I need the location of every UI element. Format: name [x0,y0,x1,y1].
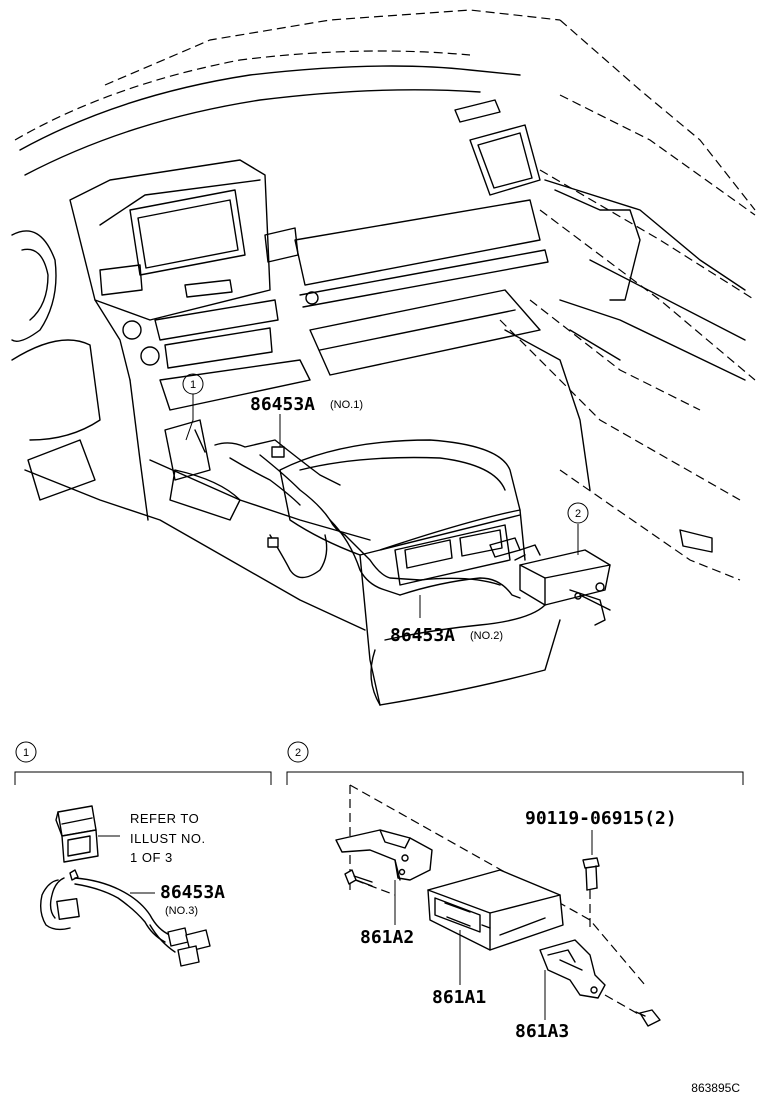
refer-line-1: REFER TO [130,811,199,826]
callout-2-label: 2 [575,508,581,520]
module-part-label: 861A1 [432,987,486,1008]
harness-no2-part-label: 86453A [390,625,455,646]
refer-line-3: 1 OF 3 [130,850,173,865]
detail-1-callout: 1 [23,747,29,759]
harness-no3-sub-label: (NO.3) [165,905,198,917]
callout-2-top: 2 [567,502,589,524]
harness-no1-sub-label: (NO.1) [330,399,363,411]
bolt-part-label: 90119-06915(2) [525,808,677,829]
bracket-upper-part-label: 861A2 [360,927,414,948]
detail-1-panel: 1 REFER TO ILLUST NO. 1 OF 3 86453A (NO.… [14,741,272,967]
figure-id: 863895C [691,1081,740,1095]
callout-1-label: 1 [190,379,196,391]
refer-line-2: ILLUST NO. [130,831,206,846]
harness-no2-sub-label: (NO.2) [470,630,503,642]
detail-2-panel: 2 [286,741,744,1042]
detail-2-callout: 2 [295,747,301,759]
bracket-lower-part-label: 861A3 [515,1021,569,1042]
harness-no3-part-label: 86453A [160,882,225,903]
callout-1-top: 1 [182,373,204,395]
dashboard-console-illustration [11,9,756,706]
harness-no1-part-label: 86453A [250,394,315,415]
